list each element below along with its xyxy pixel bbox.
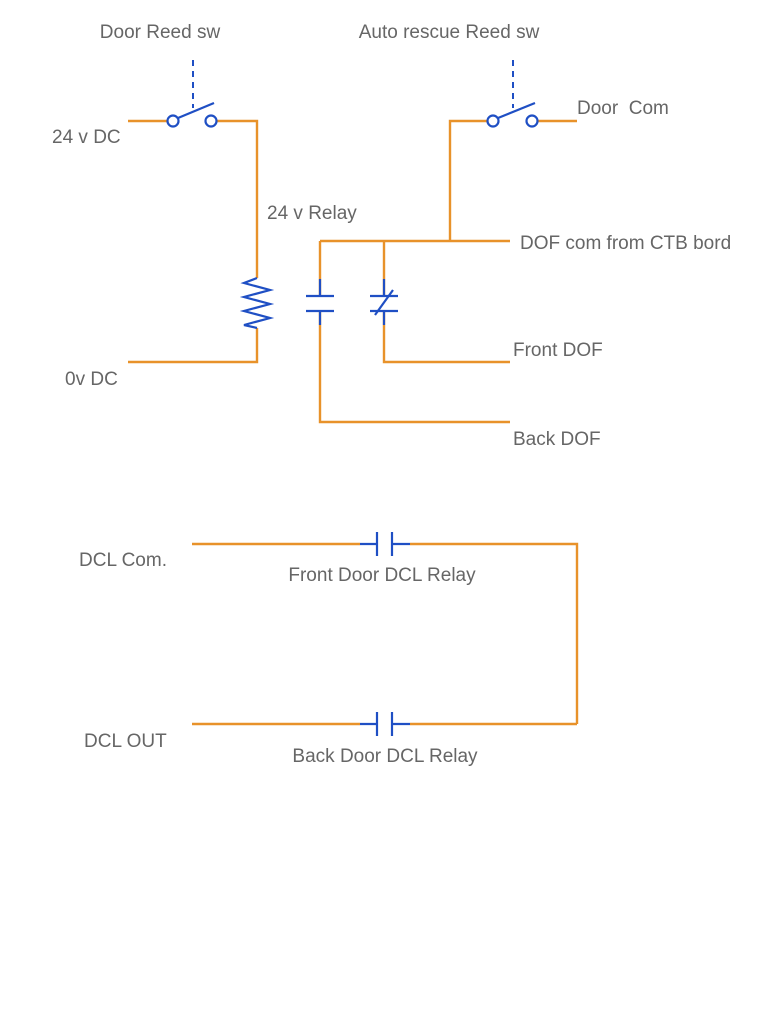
label-dof-com: DOF com from CTB bord: [520, 233, 731, 254]
front-dcl-plate-right: [390, 532, 410, 556]
auto-rescue-switch-contact-right: [525, 114, 539, 128]
label-dcl-com: DCL Com.: [79, 550, 167, 571]
wire-reed-to-coil: [216, 119, 259, 278]
dcl-circuit: [192, 542, 579, 726]
front-door-dcl-relay-contact: [360, 532, 410, 556]
auto-rescue-reed-switch: [486, 60, 539, 128]
label-24v-relay: 24 v Relay: [267, 203, 357, 224]
front-dcl-plate-left: [360, 532, 379, 556]
label-back-dof: Back DOF: [513, 429, 601, 450]
wire-nc-contact-bottom: [382, 311, 510, 364]
label-front-door-dcl-relay: Front Door DCL Relay: [288, 565, 476, 586]
label-back-door-dcl-relay: Back Door DCL Relay: [292, 746, 478, 767]
label-auto-rescue-reed-sw: Auto rescue Reed sw: [359, 22, 540, 43]
door-reed-switch-blade: [177, 101, 215, 120]
back-dcl-plate-left: [360, 712, 379, 736]
back-door-dcl-relay-contact: [360, 712, 410, 736]
label-door-reed-sw: Door Reed sw: [100, 22, 221, 43]
wire-no-contact-bottom: [318, 311, 510, 424]
label-0v-dc: 0v DC: [65, 369, 118, 390]
back-dcl-plate-right: [390, 712, 410, 736]
door-reed-switch-contact-left: [166, 114, 180, 128]
relay-no-contact: [306, 279, 334, 325]
nc-contact-plate-top: [370, 279, 398, 298]
wire-coil-to-0v: [128, 328, 259, 364]
label-front-dof: Front DOF: [513, 340, 603, 361]
label-door-com: Door Com: [577, 98, 669, 119]
relay-coil-24v: [239, 276, 275, 330]
nc-contact-slash: [374, 289, 394, 316]
dof-circuit: [318, 119, 577, 424]
label-24v-dc: 24 v DC: [52, 127, 121, 148]
wire-front-dcl-right: [410, 542, 579, 724]
auto-rescue-switch-contact-left: [486, 114, 500, 128]
nc-contact-plate-bottom: [370, 309, 398, 325]
door-reed-switch-contact-right: [204, 114, 218, 128]
auto-rescue-switch-blade: [497, 101, 536, 120]
coil-circuit: [128, 119, 259, 364]
relay-nc-contact: [370, 279, 398, 325]
door-reed-switch: [166, 60, 218, 128]
no-contact-plate-bottom: [306, 309, 334, 325]
wire-auto-rescue-left: [448, 119, 488, 241]
no-contact-plate-top: [306, 279, 334, 298]
label-dcl-out: DCL OUT: [84, 731, 167, 752]
